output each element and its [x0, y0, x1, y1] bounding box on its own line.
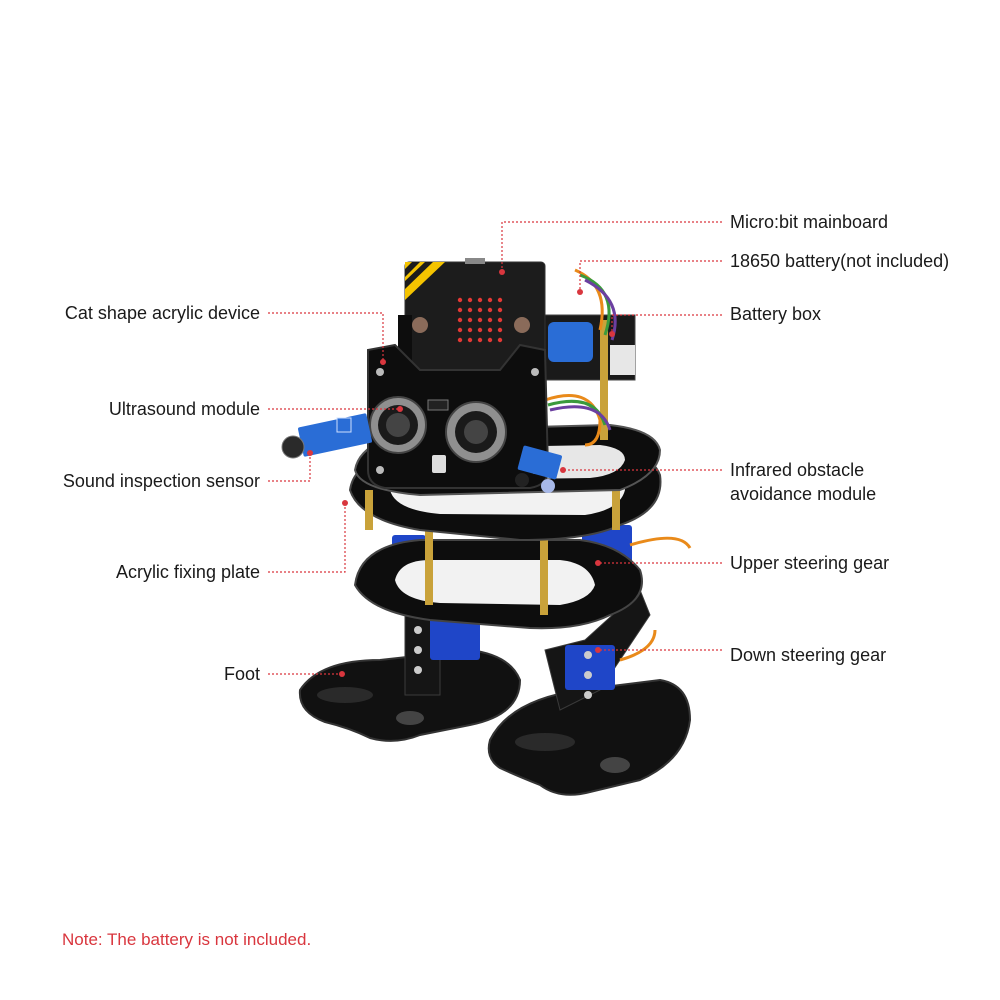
sound-sensor: [281, 413, 372, 459]
leader-dots: [307, 269, 615, 677]
label-ultrasound: Ultrasound module: [108, 399, 260, 419]
infrared-module: [515, 445, 562, 493]
ultrasound-module: [369, 396, 507, 473]
battery-box: [539, 314, 636, 440]
battery-note: Note: The battery is not included.: [62, 930, 312, 949]
microbit-board: [398, 258, 546, 373]
label-sound-sensor: Sound inspection sensor: [62, 471, 260, 491]
right-foot: [487, 678, 692, 796]
label-infrared-line1: Infrared obstacle: [730, 460, 865, 480]
label-down-gear: Down steering gear: [730, 645, 887, 665]
label-infrared-line2: avoidance module: [730, 484, 877, 504]
lower-fixing-plate: [353, 525, 643, 630]
leader-lines: [268, 221, 722, 675]
label-battery-box: Battery box: [730, 304, 822, 324]
label-battery: 18650 battery(not included): [730, 251, 950, 271]
label-upper-gear: Upper steering gear: [730, 553, 890, 573]
label-cat-shape: Cat shape acrylic device: [64, 303, 260, 323]
label-fixing-plate: Acrylic fixing plate: [115, 562, 260, 582]
label-mainboard: Micro:bit mainboard: [730, 212, 889, 232]
label-foot: Foot: [223, 664, 260, 684]
